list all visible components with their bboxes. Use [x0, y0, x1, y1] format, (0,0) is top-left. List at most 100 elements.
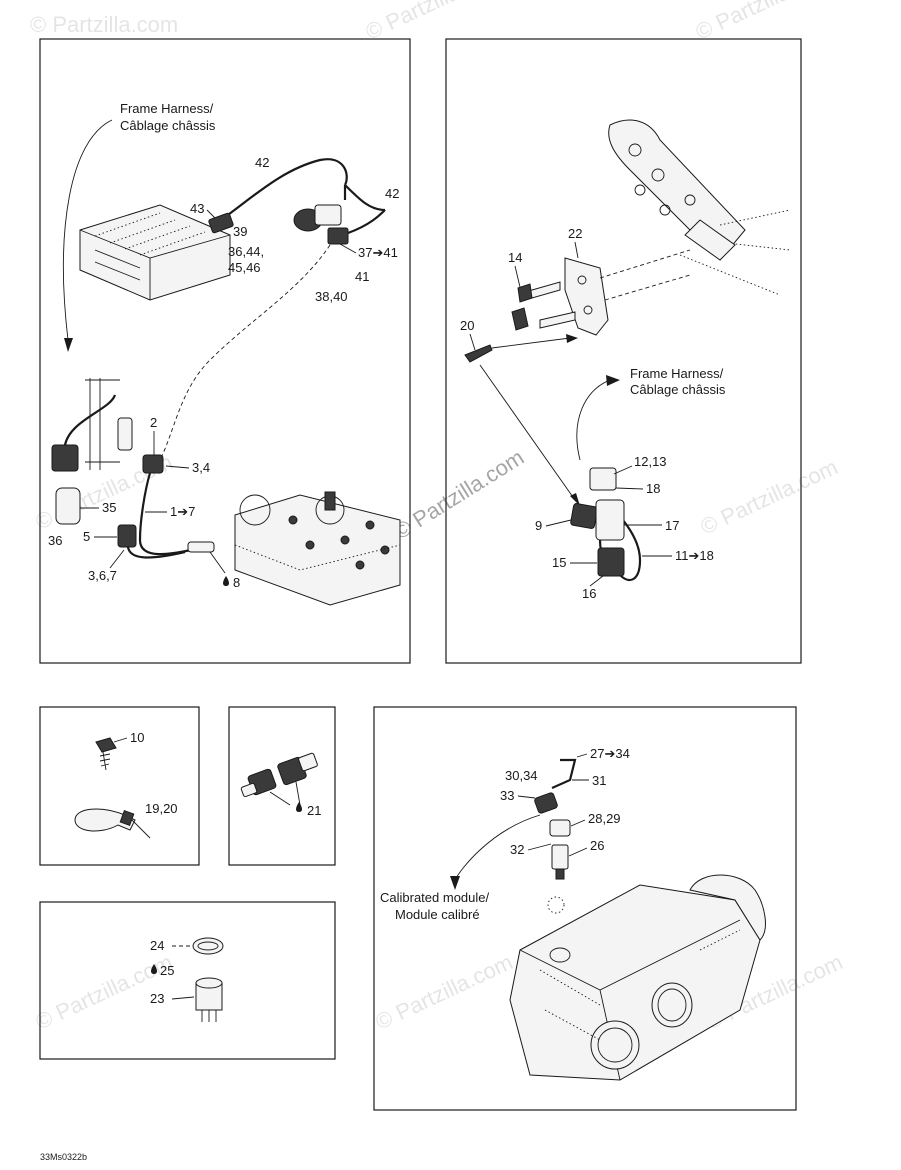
relay-connector-12-13 — [589, 467, 617, 491]
callout-38-40: 38,40 — [315, 289, 348, 304]
callout-21: 21 — [307, 803, 321, 818]
panel-f-airbox: Calibrated module/ Module calibré 27➔34 … — [373, 706, 797, 1111]
callout-15: 15 — [552, 555, 566, 570]
callout-39: 39 — [233, 224, 247, 239]
watermark: © Partzilla.com — [697, 454, 842, 539]
callout-5: 5 — [83, 529, 90, 544]
fuse-block-illustration — [79, 204, 231, 301]
relay-9 — [570, 503, 598, 529]
panel-frame — [39, 706, 200, 866]
caption-frame-harness-fr: Câblage châssis — [630, 382, 726, 397]
connector-3-4 — [142, 454, 164, 474]
panel-frame — [445, 38, 802, 664]
screw-10 — [95, 737, 117, 753]
watermark: © Partzilla.com — [692, 0, 837, 45]
callout-36: 36 — [48, 533, 62, 548]
harness-wire — [344, 184, 386, 212]
callout-35: 35 — [102, 500, 116, 515]
callout-24: 24 — [150, 938, 164, 953]
callout-33: 33 — [500, 788, 514, 803]
callout-10: 10 — [130, 730, 144, 745]
callout-3-6-7: 3,6,7 — [88, 568, 117, 583]
callout-26: 26 — [590, 838, 604, 853]
caption-frame-harness-en: Frame Harness/ — [120, 101, 214, 116]
sensor-26 — [551, 844, 569, 870]
callout-22: 22 — [568, 226, 582, 241]
clip-14 — [511, 307, 529, 331]
drop-icon — [151, 964, 157, 974]
connector-37-41 — [327, 227, 349, 245]
panel-b-frame-relay: Frame Harness/ Câblage châssis 22 14 20 … — [445, 38, 802, 664]
leader-line — [63, 119, 113, 341]
callout-16: 16 — [582, 586, 596, 601]
callout-20: 20 — [460, 318, 474, 333]
grommet — [547, 896, 565, 914]
panel-d-connector: 21 — [228, 706, 336, 866]
caption-calibrated-module-en: Calibrated module/ — [380, 890, 490, 905]
routing-line — [159, 244, 331, 461]
watermark: © Partzilla.com — [30, 12, 178, 37]
callout-9: 9 — [535, 518, 542, 533]
drop-icon — [296, 802, 302, 812]
panel-frame — [373, 706, 797, 1111]
callout-28-29: 28,29 — [588, 811, 621, 826]
callout-42: 42 — [385, 186, 399, 201]
callout-11-18: 11➔18 — [675, 548, 714, 563]
cable-tie-19-20 — [74, 808, 136, 832]
nut-14 — [517, 283, 533, 303]
watermark: © Partzilla.com — [362, 0, 507, 45]
hose-31 — [551, 758, 577, 790]
callout-36-44: 36,44, — [228, 244, 264, 259]
panel-frame — [39, 38, 411, 664]
connector-28-29 — [549, 819, 571, 837]
drawing-reference: 33Ms0322b — [40, 1152, 87, 1162]
callout-19-20: 19,20 — [145, 801, 178, 816]
airbox-illustration — [509, 874, 766, 1081]
callout-25: 25 — [160, 963, 174, 978]
drop-icon — [223, 576, 229, 586]
callout-1-7: 1➔7 — [170, 504, 195, 519]
frame-tube-illustration — [608, 119, 791, 296]
callout-30-34: 30,34 — [505, 768, 538, 783]
callout-42: 42 — [255, 155, 269, 170]
caption-frame-harness-fr: Câblage châssis — [120, 118, 216, 133]
callout-41: 41 — [355, 269, 369, 284]
caption-calibrated-module-fr: Module calibré — [395, 907, 480, 922]
watermark: © Partzilla.com — [372, 949, 517, 1034]
tie-20 — [464, 344, 493, 363]
panel-a-engine-harness: Frame Harness/ Câblage châssis — [39, 38, 411, 664]
sensor-plug — [51, 444, 79, 472]
callout-43: 43 — [190, 201, 204, 216]
panel-frame — [39, 901, 336, 1060]
cap-36 — [55, 487, 81, 525]
callout-45-46: 45,46 — [228, 260, 261, 275]
coolant-connector — [117, 417, 133, 451]
callout-32: 32 — [510, 842, 524, 857]
callout-17: 17 — [665, 518, 679, 533]
connector-5 — [117, 524, 137, 548]
harness-wire — [217, 158, 348, 223]
callout-31: 31 — [592, 773, 606, 788]
panel-c-screw-tie: 10 19,20 — [39, 706, 200, 866]
callout-23: 23 — [150, 991, 164, 1006]
panel-e-sensor: 24 25 23 — [39, 901, 336, 1060]
callout-37-41: 37➔41 — [358, 245, 398, 260]
callout-12-13: 12,13 — [634, 454, 667, 469]
callout-18: 18 — [646, 481, 660, 496]
harness-sleeve-17 — [595, 499, 625, 541]
callout-3-4: 3,4 — [192, 460, 210, 475]
caption-frame-harness-en: Frame Harness/ — [630, 366, 724, 381]
callout-27-34: 27➔34 — [590, 746, 630, 761]
connector-15-16 — [597, 547, 625, 577]
bracket-22 — [564, 257, 609, 336]
callout-2: 2 — [150, 415, 157, 430]
o-ring-24 — [192, 937, 224, 955]
callout-8: 8 — [233, 575, 240, 590]
connector-33 — [534, 792, 558, 814]
callout-14: 14 — [508, 250, 522, 265]
engine-head-illustration — [234, 491, 401, 606]
connector-43 — [208, 212, 234, 234]
panel-frame — [228, 706, 336, 866]
arrow-head — [64, 338, 73, 352]
